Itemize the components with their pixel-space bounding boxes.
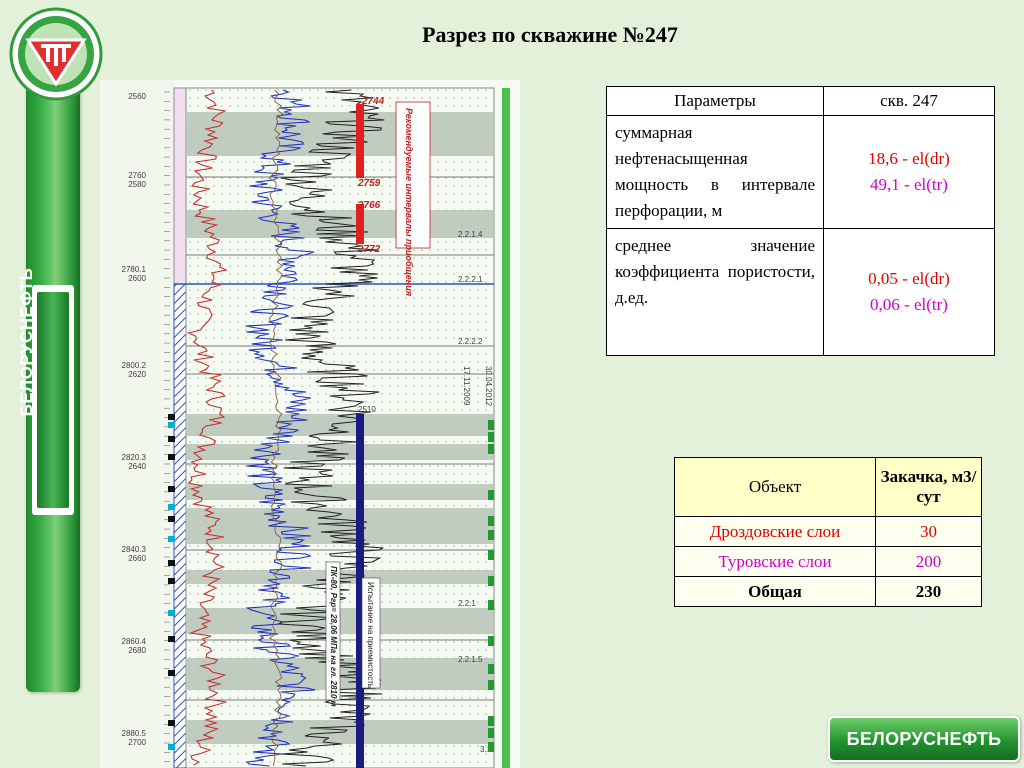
side-mark — [168, 720, 175, 726]
depth-tvd-label: 2600 — [128, 274, 146, 283]
object-name: Общая — [674, 576, 876, 607]
green-marker — [488, 530, 494, 540]
top-mark: 2510 — [358, 405, 376, 414]
injection-table: Объект Закачка, м3/сут Дроздовские слои … — [674, 457, 982, 607]
recommended-intervals-label: Рекомендуемые интервалы приобщения — [404, 108, 414, 297]
well-log-section: 2560276025802780.126002800.226202820.326… — [100, 80, 520, 768]
param-label: суммарная нефтенасыщенная мощность в инт… — [606, 115, 824, 229]
green-marker — [488, 550, 494, 560]
side-mark — [168, 536, 175, 542]
side-mark — [168, 414, 175, 420]
layer-code: 2.2.2.1 — [458, 275, 483, 284]
depth-md-label: 2880.5 — [122, 729, 147, 738]
date-label: 30.04.2012 — [484, 366, 493, 407]
side-mark — [168, 454, 175, 460]
col-header-parameters: Параметры — [606, 86, 824, 116]
date-label: 17.11.2009 — [462, 366, 471, 406]
depth-md-label: 2840.3 — [122, 545, 147, 554]
page-title: Разрез по скважине №247 — [422, 22, 678, 47]
layer-code: 2.2.2.2 — [458, 337, 483, 346]
table-row: Туровские слои 200 — [674, 546, 982, 577]
object-name: Туровские слои — [674, 546, 876, 577]
col-header-object: Объект — [674, 457, 876, 517]
brand-logo-bottom: БЕЛОРУСНЕФТЬ — [828, 716, 1020, 762]
injection-value: 30 — [875, 516, 982, 547]
log-curve-red — [187, 89, 228, 766]
perforation-mark: 2744 — [361, 96, 385, 107]
depth-tvd-label: 2660 — [128, 554, 146, 563]
depth-tvd-label: 2680 — [128, 646, 146, 655]
perforation-mark: 2759 — [357, 178, 381, 189]
side-mark — [168, 504, 175, 510]
col-header-injection: Закачка, м3/сут — [875, 457, 982, 517]
param-value: 0,05 - el(dr) 0,06 - el(tr) — [823, 228, 995, 356]
side-mark — [168, 610, 175, 616]
table-row: Дроздовские слои 30 — [674, 516, 982, 547]
side-mark — [168, 670, 175, 676]
green-marker — [488, 420, 494, 430]
log-curve-brown — [268, 89, 284, 767]
perforation-mark: 2766 — [357, 200, 381, 211]
object-name: Дроздовские слои — [674, 516, 876, 547]
green-marker — [488, 636, 494, 646]
side-mark — [168, 744, 175, 750]
layer-code: 2.2.1.4 — [458, 230, 483, 239]
depth-md-label: 2800.2 — [122, 361, 147, 370]
log-curve-black — [276, 89, 385, 767]
injection-value: 200 — [875, 546, 982, 577]
depth-tvd-label: 2620 — [128, 370, 146, 379]
green-marker — [488, 728, 494, 738]
sidebar-brand-bar — [26, 60, 80, 692]
side-mark — [168, 636, 175, 642]
depth-labels: 2560276025802780.126002800.226202820.326… — [122, 91, 170, 762]
depth-track — [100, 80, 174, 768]
value-dr: 0,05 - el(dr) — [868, 269, 950, 288]
side-mark — [168, 578, 175, 584]
value-tr: 0,06 - el(tr) — [870, 295, 948, 314]
param-label: среднее значение коэффициента пористости… — [606, 228, 824, 356]
green-marker — [488, 664, 494, 674]
side-mark — [168, 422, 175, 428]
injection-value: 230 — [875, 576, 982, 607]
depth-md-label: 2860.4 — [122, 637, 147, 646]
green-marker — [488, 576, 494, 586]
test-label: Испытание на приемистость — [366, 582, 375, 688]
parameters-table: Параметры скв. 247 суммарная нефтенасыще… — [606, 86, 995, 356]
sidebar-brand-text: БЕЛОРУСНЕФТЬ — [17, 267, 36, 417]
layer-code: 2.2.1 — [458, 599, 476, 608]
table-row: Общая 230 — [674, 576, 982, 607]
sidebar-brand-strip — [37, 292, 69, 508]
side-mark — [168, 516, 175, 522]
table-row: среднее значение коэффициента пористости… — [606, 228, 995, 356]
pressure-label: ПК-80, Pгр= 28,06 МПа на гл. 2810 м — [329, 566, 338, 707]
table-row: суммарная нефтенасыщенная мощность в инт… — [606, 115, 995, 229]
param-value: 18,6 - el(dr) 49,1 - el(tr) — [823, 115, 995, 229]
col-header-well: скв. 247 — [823, 86, 995, 116]
depth-tvd-label: 2640 — [128, 462, 146, 471]
layer-code: 2.2.1.5 — [458, 655, 483, 664]
green-marker — [488, 432, 494, 442]
layer-code: 3.1 — [480, 745, 492, 754]
green-marker — [488, 716, 494, 726]
value-dr: 18,6 - el(dr) — [868, 149, 950, 168]
perforation-mark: 2772 — [357, 244, 381, 255]
side-mark — [168, 486, 175, 492]
depth-md-label: 2780.1 — [122, 265, 147, 274]
green-marker — [488, 680, 494, 690]
green-marker — [488, 444, 494, 454]
green-marker — [488, 742, 494, 752]
value-tr: 49,1 - el(tr) — [870, 175, 948, 194]
depth-tvd-label: 2560 — [128, 92, 146, 101]
depth-md-label: 2760 — [128, 171, 146, 180]
side-mark — [168, 560, 175, 566]
depth-tvd-label: 2580 — [128, 180, 146, 189]
depth-md-label: 2820.3 — [122, 453, 147, 462]
side-mark — [168, 436, 175, 442]
green-marker — [488, 490, 494, 500]
green-marker — [488, 600, 494, 610]
green-marker — [488, 516, 494, 526]
company-logo-icon — [9, 7, 103, 101]
depth-tvd-label: 2700 — [128, 738, 146, 747]
